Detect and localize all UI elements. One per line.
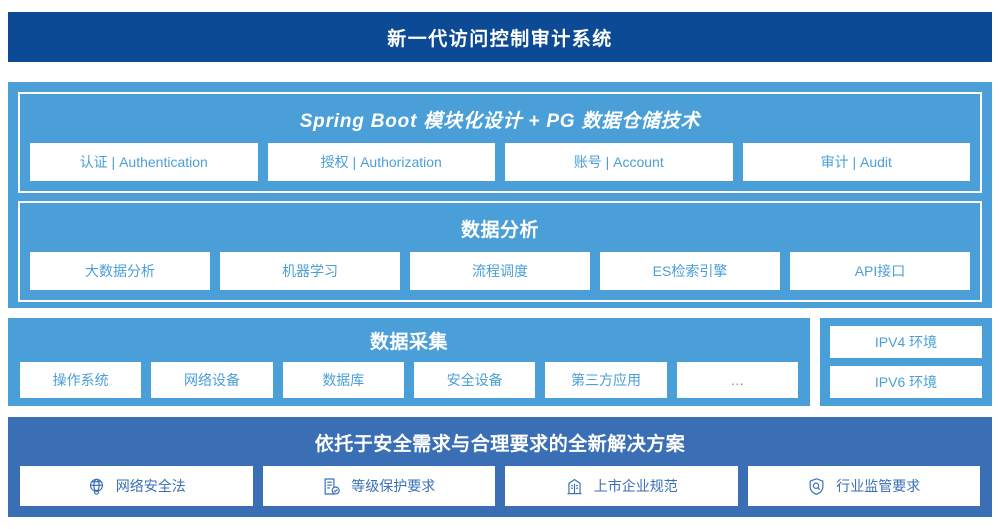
- compliance-item-label: 行业监管要求: [836, 478, 921, 494]
- platform-layer: Spring Boot 模块化设计 + PG 数据仓储技术 认证 | Authe…: [18, 92, 982, 193]
- shield-search-icon: [807, 477, 826, 496]
- environment-panel: IPV4 环境 IPV6 环境: [820, 318, 992, 406]
- collection-heading: 数据采集: [369, 332, 448, 353]
- document-check-icon: [322, 477, 341, 496]
- globe-icon: [87, 477, 106, 496]
- compliance-item-industry-regulation[interactable]: 行业监管要求: [747, 466, 980, 506]
- compliance-item-row: 网络安全法 等级保护要求: [20, 466, 980, 506]
- analytics-module-process-scheduling[interactable]: 流程调度: [410, 252, 590, 290]
- compliance-heading: 依托于安全需求与合理要求的全新解决方案: [314, 434, 686, 455]
- platform-module-authentication[interactable]: 认证 | Authentication: [30, 143, 258, 181]
- collection-source-network-device[interactable]: 网络设备: [151, 362, 273, 398]
- analytics-layer: 数据分析 大数据分析 机器学习 流程调度 ES检索引擎 API接口: [18, 201, 982, 302]
- compliance-item-listed-company-standards[interactable]: 上市企业规范: [505, 466, 738, 506]
- platform-module-audit[interactable]: 审计 | Audit: [742, 143, 970, 181]
- collection-row: 数据采集 操作系统 网络设备 数据库 安全设备 第三方应用 … IPV4 环境 …: [8, 318, 992, 406]
- page-title-bar: 新一代访问控制审计系统: [8, 12, 992, 62]
- environment-ipv6[interactable]: IPV6 环境: [830, 366, 982, 398]
- collection-source-security-device[interactable]: 安全设备: [413, 362, 536, 398]
- analytics-module-row: 大数据分析 机器学习 流程调度 ES检索引擎 API接口: [30, 252, 970, 290]
- compliance-item-label: 上市企业规范: [593, 478, 678, 494]
- analytics-heading: 数据分析: [460, 220, 539, 241]
- collection-source-database[interactable]: 数据库: [282, 362, 404, 398]
- collection-source-row: 操作系统 网络设备 数据库 安全设备 第三方应用 …: [20, 362, 798, 398]
- platform-module-authorization[interactable]: 授权 | Authorization: [267, 143, 495, 181]
- building-icon: [565, 477, 584, 496]
- analytics-module-es-search[interactable]: ES检索引擎: [600, 252, 780, 290]
- compliance-item-classified-protection[interactable]: 等级保护要求: [262, 466, 495, 506]
- platform-module-account[interactable]: 账号 | Account: [505, 143, 733, 181]
- analytics-module-bigdata[interactable]: 大数据分析: [30, 252, 210, 290]
- page-title: 新一代访问控制审计系统: [387, 28, 613, 50]
- compliance-item-label: 网络安全法: [115, 478, 186, 494]
- collection-source-more[interactable]: …: [676, 362, 798, 398]
- collection-source-os[interactable]: 操作系统: [20, 362, 142, 398]
- platform-module-row: 认证 | Authentication 授权 | Authorization 账…: [30, 143, 970, 181]
- analytics-module-machine-learning[interactable]: 机器学习: [220, 252, 400, 290]
- collection-panel: 数据采集 操作系统 网络设备 数据库 安全设备 第三方应用 …: [8, 318, 810, 406]
- platform-stack-panel: Spring Boot 模块化设计 + PG 数据仓储技术 认证 | Authe…: [8, 82, 992, 308]
- compliance-panel: 依托于安全需求与合理要求的全新解决方案 网络安全法: [8, 417, 992, 517]
- compliance-item-label: 等级保护要求: [351, 478, 436, 494]
- platform-heading: Spring Boot 模块化设计 + PG 数据仓储技术: [299, 111, 701, 132]
- environment-ipv4[interactable]: IPV4 环境: [830, 326, 982, 358]
- compliance-item-cybersecurity-law[interactable]: 网络安全法: [20, 466, 253, 506]
- analytics-module-api[interactable]: API接口: [790, 252, 970, 290]
- collection-source-third-party-app[interactable]: 第三方应用: [545, 362, 667, 398]
